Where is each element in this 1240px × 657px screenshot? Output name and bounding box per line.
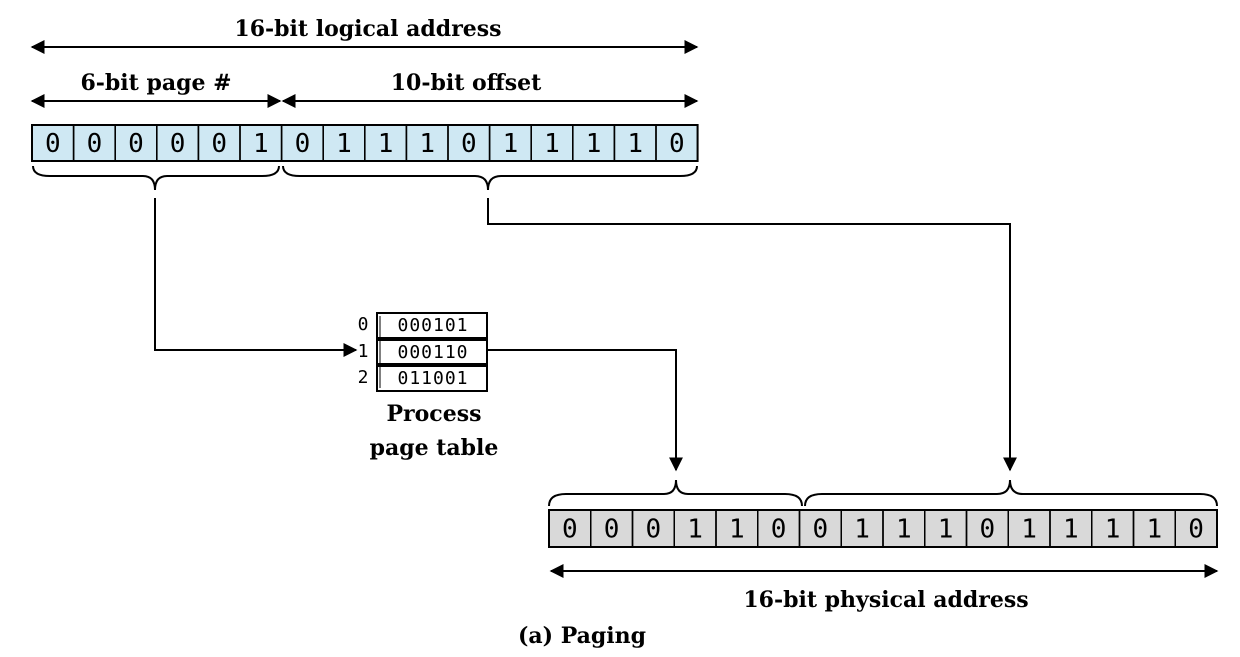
logical-bit: 0 — [45, 129, 61, 159]
physical-address-title: 16-bit physical address — [743, 587, 1028, 613]
logical-bit: 1 — [378, 129, 394, 159]
physical-offset-brace — [804, 479, 1218, 507]
page-number-label: 6-bit page # — [80, 70, 231, 96]
logical-bit: 0 — [170, 129, 186, 159]
logical-bit: 0 — [128, 129, 144, 159]
physical-bit: 0 — [1188, 515, 1204, 545]
page-table-entry: 000101 — [397, 315, 468, 336]
physical-bit: 1 — [729, 515, 745, 545]
physical-bit: 1 — [854, 515, 870, 545]
logical-bit: 0 — [295, 129, 311, 159]
physical-bit: 0 — [604, 515, 620, 545]
page-table-entry-box — [376, 365, 488, 392]
logical-bit: 1 — [253, 129, 269, 159]
page-table-entry-box — [376, 312, 488, 339]
page-number-connector — [154, 198, 358, 357]
page-table: 0 1 2 000101 000110 011001 Process page … — [358, 312, 499, 461]
logical-bit: 1 — [544, 129, 560, 159]
logical-bit: 1 — [503, 129, 519, 159]
logical-bit: 0 — [211, 129, 227, 159]
physical-bit: 1 — [896, 515, 912, 545]
logical-bit-cell — [655, 124, 699, 162]
page-table-entry: 000110 — [397, 342, 468, 363]
physical-bit: 0 — [646, 515, 662, 545]
physical-bit-cell — [1174, 509, 1218, 548]
page-table-index: 1 — [358, 341, 369, 362]
physical-bit: 1 — [1105, 515, 1121, 545]
logical-bit: 1 — [336, 129, 352, 159]
logical-bit: 0 — [669, 129, 685, 159]
physical-bit: 1 — [1021, 515, 1037, 545]
offset-connector — [487, 198, 1017, 472]
physical-bit: 1 — [938, 515, 954, 545]
offset-field-brace — [282, 165, 698, 191]
page-table-entry: 011001 — [397, 368, 468, 389]
logical-bit: 1 — [586, 129, 602, 159]
page-table-index: 2 — [358, 367, 369, 388]
physical-bit: 1 — [1063, 515, 1079, 545]
logical-bit: 1 — [419, 129, 435, 159]
physical-bit: 1 — [1147, 515, 1163, 545]
page-table-entry-box — [376, 339, 488, 365]
logical-bit: 0 — [87, 129, 103, 159]
physical-bit: 0 — [980, 515, 996, 545]
physical-bit: 1 — [687, 515, 703, 545]
offset-label: 10-bit offset — [391, 70, 542, 96]
frame-number-connector — [488, 349, 683, 472]
physical-bit: 0 — [562, 515, 578, 545]
logical-bit: 0 — [461, 129, 477, 159]
page-table-index: 0 — [358, 314, 369, 335]
frame-field-brace — [548, 479, 803, 507]
page-table-caption-line1: Process — [387, 401, 482, 427]
page-table-caption-line2: page table — [370, 435, 499, 461]
physical-bit: 0 — [813, 515, 829, 545]
page-field-brace — [32, 165, 280, 191]
logical-bit: 1 — [627, 129, 643, 159]
figure-caption: (a) Paging — [518, 623, 646, 649]
physical-bit: 0 — [771, 515, 787, 545]
logical-address-title: 16-bit logical address — [234, 16, 501, 42]
